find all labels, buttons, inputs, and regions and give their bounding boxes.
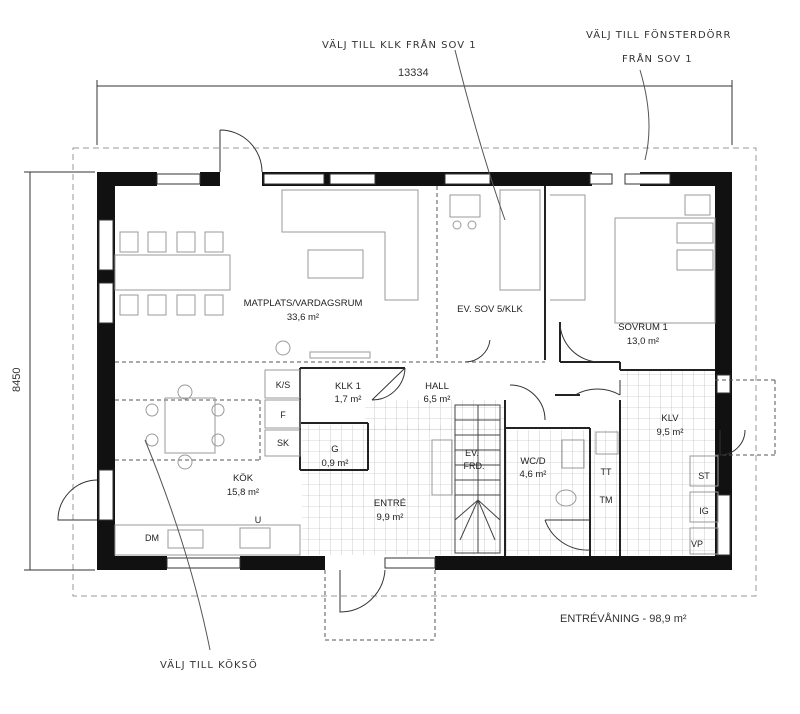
room-g-area: 0,9 m² bbox=[322, 458, 349, 469]
room-living-name: MATPLATS/VARDAGSRUM bbox=[244, 298, 363, 309]
entre-tile-floor bbox=[302, 425, 502, 555]
optional-walls bbox=[115, 186, 776, 641]
fixture-dm: DM bbox=[145, 533, 159, 543]
room-wcd-name: WC/D bbox=[520, 456, 545, 467]
fixture-ig: IG bbox=[699, 506, 709, 516]
fixture-st: ST bbox=[698, 471, 710, 481]
ev-frd-label-2: FRD. bbox=[464, 461, 485, 471]
fixture-sk: SK bbox=[277, 438, 289, 448]
room-klv-name: KLV bbox=[661, 413, 679, 424]
room-klv-area: 9,5 m² bbox=[657, 427, 684, 438]
width-dimension-label: 13334 bbox=[398, 67, 429, 79]
fixture-ks: K/S bbox=[276, 380, 291, 390]
room-kok-area: 15,8 m² bbox=[227, 487, 259, 498]
staircase bbox=[454, 404, 501, 554]
fixture-f: F bbox=[280, 410, 286, 420]
floor-area-caption: ENTRÉVÅNING - 98,9 m² bbox=[560, 612, 687, 625]
room-hall-name: HALL bbox=[425, 381, 449, 392]
room-hall-area: 6,5 m² bbox=[424, 394, 451, 405]
roof-outline bbox=[72, 147, 757, 597]
furniture bbox=[114, 189, 719, 556]
fixture-tm: TM bbox=[600, 495, 613, 505]
room-entre-area: 9,9 m² bbox=[377, 512, 404, 523]
room-sov5-name: EV. SOV 5/KLK bbox=[457, 304, 523, 315]
room-sovrum1-area: 13,0 m² bbox=[627, 336, 659, 347]
width-dimension bbox=[96, 80, 733, 145]
fixture-u: U bbox=[255, 515, 262, 525]
note-klk: VÄLJ TILL KLK FRÅN SOV 1 bbox=[322, 38, 477, 51]
room-g-name: G bbox=[331, 444, 338, 455]
fixture-tt: TT bbox=[601, 467, 612, 477]
room-wcd-area: 4,6 m² bbox=[520, 469, 547, 480]
room-entre-name: ENTRÉ bbox=[374, 498, 406, 509]
ev-frd-label-1: EV. bbox=[465, 448, 479, 458]
note-kitchen: VÄLJ TILL KÖKSÖ bbox=[160, 658, 258, 671]
leader-lines bbox=[144, 49, 650, 651]
windows bbox=[98, 173, 731, 569]
room-kok-name: KÖK bbox=[233, 473, 254, 484]
fixture-vp: VP bbox=[691, 539, 703, 549]
klv-tile-floor bbox=[620, 370, 720, 555]
door-swings bbox=[57, 129, 746, 613]
height-dimension-label: 8450 bbox=[11, 368, 23, 392]
note-door-line2: FRÅN SOV 1 bbox=[622, 52, 693, 65]
note-door-line1: VÄLJ TILL FÖNSTERDÖRR bbox=[586, 28, 731, 41]
room-klk1-name: KLK 1 bbox=[335, 381, 361, 392]
room-living-area: 33,6 m² bbox=[287, 312, 319, 323]
room-sovrum1-name: SOVRUM 1 bbox=[618, 322, 668, 333]
height-dimension bbox=[24, 171, 95, 571]
room-klk1-area: 1,7 m² bbox=[335, 394, 362, 405]
